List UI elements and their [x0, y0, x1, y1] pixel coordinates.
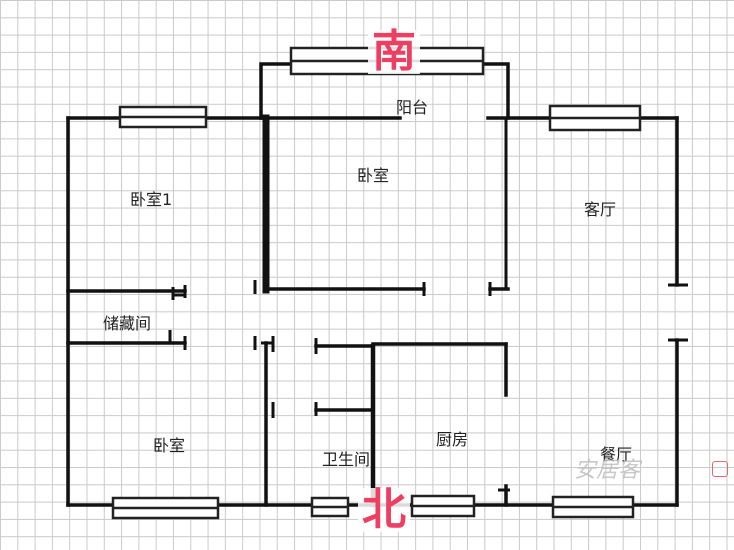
- room-label-dining-room: 餐厅: [600, 445, 633, 464]
- compass-north: 北: [358, 488, 410, 532]
- room-label-balcony: 阳台: [396, 98, 429, 117]
- walls: [66, 62, 679, 508]
- window-bathroom: [310, 496, 350, 518]
- window-kitchen: [410, 494, 476, 518]
- window-dining: [551, 495, 635, 519]
- door-markers: [168, 280, 688, 492]
- watermark: 安居客: [574, 458, 641, 483]
- window-bedroom1: [118, 105, 208, 129]
- room-label-bedroom-top: 卧室: [357, 166, 390, 185]
- room-label-bathroom: 卫生间: [322, 450, 371, 469]
- room-label-bedroom-1: 卧室1: [130, 190, 173, 209]
- window-bedroom-bottom: [111, 496, 220, 520]
- compass-south: 南: [368, 30, 420, 74]
- watermark-seal-icon: [712, 461, 728, 477]
- room-label-bedroom-bottom: 卧室: [153, 436, 186, 455]
- room-label-living-room: 客厅: [584, 200, 617, 219]
- window-living-room: [548, 104, 642, 132]
- room-label-kitchen: 厨房: [436, 430, 469, 449]
- room-label-storage: 储藏间: [103, 314, 152, 333]
